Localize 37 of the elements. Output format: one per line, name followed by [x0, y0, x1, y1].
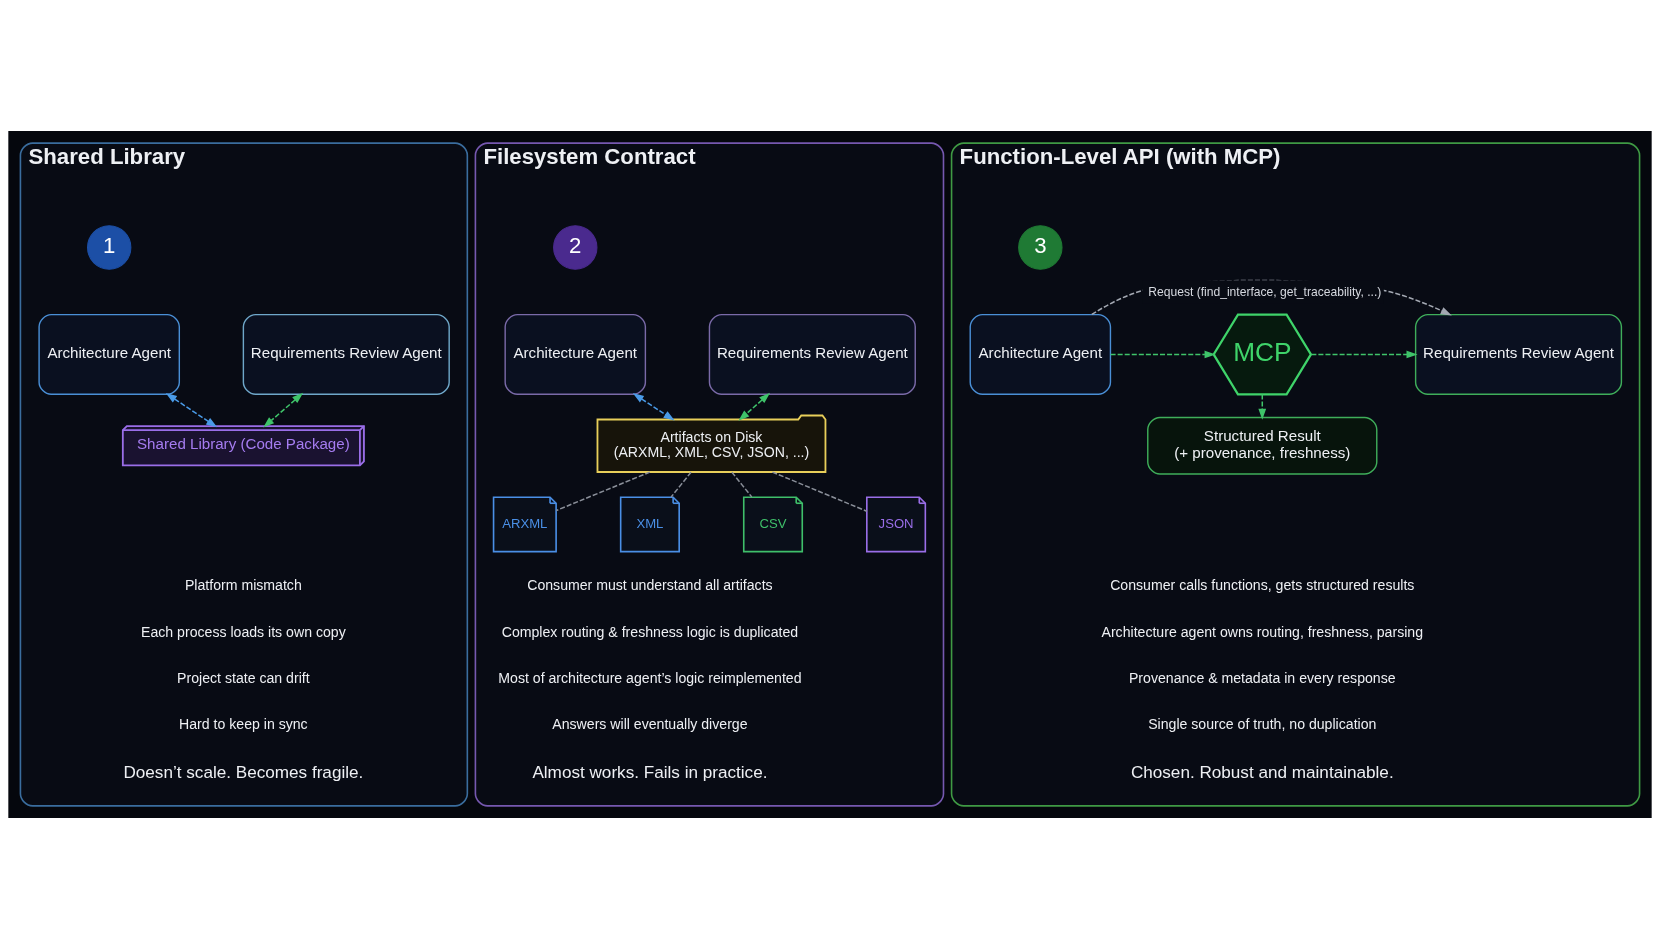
- node-box: Structured Result (+ provenance, freshness): [1147, 416, 1378, 475]
- node-box: Requirements Review Agent: [708, 313, 916, 395]
- label: Most of architecture agent’s logic reimplemented: [498, 669, 802, 686]
- label: Doesn’t scale. Becomes fragile.: [123, 761, 364, 782]
- node-circle: 3: [1018, 224, 1063, 270]
- node-circle: 2: [553, 224, 598, 270]
- label: Consumer must understand all artifacts: [527, 576, 773, 593]
- node-box: Requirements Review Agent: [1414, 313, 1623, 395]
- node-box: Requirements Review Agent: [242, 313, 450, 395]
- node-box: Architecture Agent: [38, 313, 181, 395]
- connector: [771, 470, 868, 512]
- label: Platform mismatch: [184, 576, 302, 593]
- label: Consumer calls functions, gets structured results: [1110, 576, 1415, 593]
- node-box: Architecture Agent: [504, 313, 647, 395]
- arrow: [632, 392, 675, 421]
- arrow: [738, 392, 771, 421]
- arrow: [1109, 350, 1216, 358]
- label: Almost works. Fails in practice.: [532, 761, 768, 782]
- connector: [731, 471, 753, 498]
- label: Single source of truth, no duplication: [1148, 715, 1377, 732]
- label: Provenance & metadata in every response: [1128, 669, 1396, 686]
- node-circle: 1: [87, 224, 132, 270]
- label: Each process loads its own copy: [141, 623, 346, 640]
- label: Answers will eventually diverge: [552, 715, 748, 732]
- label: Chosen. Robust and maintainable.: [1130, 761, 1394, 782]
- connector: [555, 470, 651, 511]
- edge-label: Request (find_interface, get_traceability, ...): [1148, 284, 1382, 299]
- label: Complex routing & freshness logic is duplicated: [501, 623, 799, 640]
- node-box: Architecture Agent: [969, 313, 1112, 395]
- arrow: [165, 392, 218, 427]
- label: Project state can drift: [177, 669, 310, 686]
- label: Architecture agent owns routing, freshness, parsing: [1101, 623, 1424, 640]
- label: Hard to keep in sync: [179, 715, 308, 732]
- arrow: [1310, 350, 1418, 358]
- arrow: [1258, 393, 1267, 420]
- connector: [670, 471, 692, 498]
- arrow: [263, 392, 304, 428]
